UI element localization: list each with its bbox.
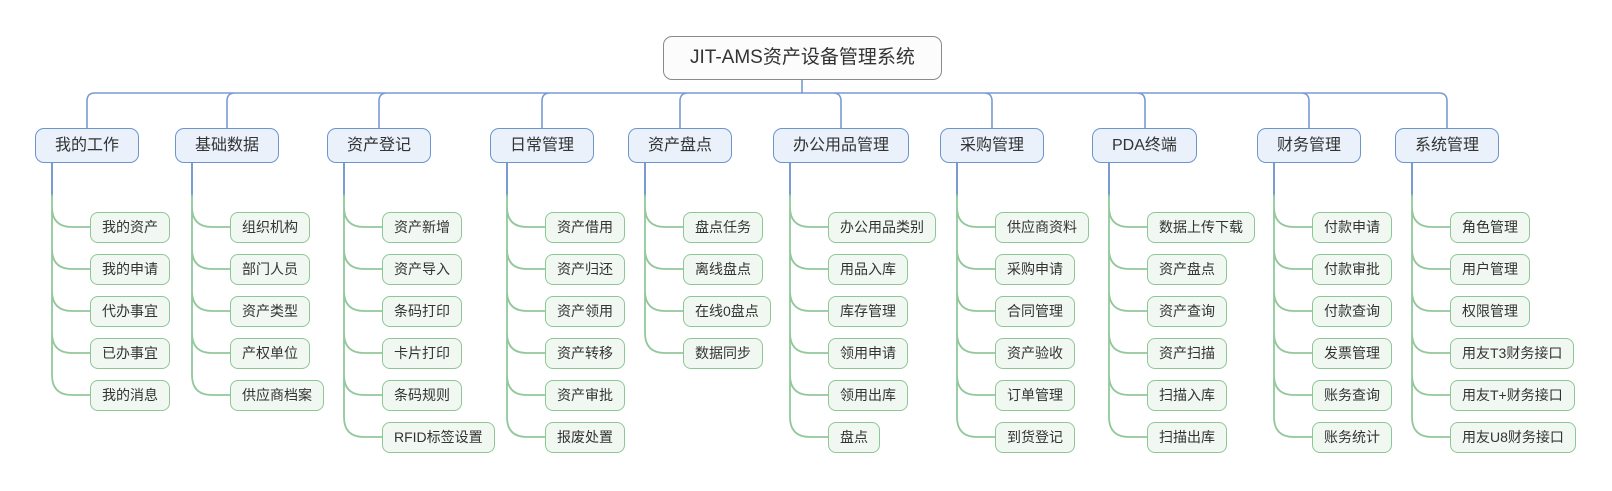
leaf-topic-8-4[interactable]: 资产扫描 (1147, 338, 1227, 369)
leaf-topic-7-4[interactable]: 资产验收 (995, 338, 1075, 369)
leaf-topic-10-5[interactable]: 用友T+财务接口 (1450, 380, 1575, 411)
connector (191, 194, 231, 396)
leaf-topic-4-3[interactable]: 资产领用 (545, 296, 625, 327)
branch-topic-6[interactable]: 办公用品管理 (773, 128, 910, 163)
leaf-topic-9-6[interactable]: 账务统计 (1312, 422, 1392, 453)
leaf-topic-4-5[interactable]: 资产审批 (545, 380, 625, 411)
leaf-topic-2-2[interactable]: 部门人员 (230, 254, 310, 285)
leaf-topic-6-4[interactable]: 领用申请 (828, 338, 908, 369)
leaf-topic-10-6[interactable]: 用友U8财务接口 (1450, 422, 1576, 453)
branch-topic-8[interactable]: PDA终端 (1092, 128, 1197, 163)
leaf-topic-1-1[interactable]: 我的资产 (90, 212, 170, 243)
connector (1108, 194, 1148, 438)
connector (506, 194, 546, 438)
leaf-topic-8-6[interactable]: 扫描出库 (1147, 422, 1227, 453)
branch-topic-9[interactable]: 财务管理 (1257, 128, 1362, 163)
leaf-topic-6-6[interactable]: 盘点 (828, 422, 880, 453)
leaf-topic-5-3[interactable]: 在线0盘点 (683, 296, 771, 327)
leaf-topic-10-2[interactable]: 用户管理 (1450, 254, 1530, 285)
leaf-topic-3-2[interactable]: 资产导入 (382, 254, 462, 285)
leaf-topic-4-2[interactable]: 资产归还 (545, 254, 625, 285)
leaf-topic-9-4[interactable]: 发票管理 (1312, 338, 1392, 369)
connector (51, 194, 91, 396)
leaf-topic-8-2[interactable]: 资产盘点 (1147, 254, 1227, 285)
leaf-topic-6-2[interactable]: 用品入库 (828, 254, 908, 285)
branch-topic-4[interactable]: 日常管理 (490, 128, 595, 163)
leaf-topic-7-6[interactable]: 到货登记 (995, 422, 1075, 453)
leaf-topic-3-5[interactable]: 条码规则 (382, 380, 462, 411)
leaf-topic-2-5[interactable]: 供应商档案 (230, 380, 324, 411)
connector (644, 194, 684, 354)
leaf-topic-1-3[interactable]: 代办事宜 (90, 296, 170, 327)
leaf-topic-5-2[interactable]: 离线盘点 (683, 254, 763, 285)
leaf-topic-2-1[interactable]: 组织机构 (230, 212, 310, 243)
leaf-topic-1-2[interactable]: 我的申请 (90, 254, 170, 285)
leaf-topic-3-6[interactable]: RFID标签设置 (382, 422, 495, 453)
leaf-topic-3-4[interactable]: 卡片打印 (382, 338, 462, 369)
leaf-topic-7-5[interactable]: 订单管理 (995, 380, 1075, 411)
connector (86, 92, 1448, 131)
leaf-topic-5-1[interactable]: 盘点任务 (683, 212, 763, 243)
leaf-topic-5-4[interactable]: 数据同步 (683, 338, 763, 369)
leaf-topic-1-4[interactable]: 已办事宜 (90, 338, 170, 369)
leaf-topic-6-5[interactable]: 领用出库 (828, 380, 908, 411)
connector (956, 194, 996, 438)
leaf-topic-2-3[interactable]: 资产类型 (230, 296, 310, 327)
leaf-topic-10-4[interactable]: 用友T3财务接口 (1450, 338, 1575, 369)
branch-topic-10[interactable]: 系统管理 (1395, 128, 1500, 163)
leaf-topic-6-3[interactable]: 库存管理 (828, 296, 908, 327)
connector (1411, 194, 1451, 438)
leaf-topic-6-1[interactable]: 办公用品类别 (828, 212, 936, 243)
leaf-topic-4-1[interactable]: 资产借用 (545, 212, 625, 243)
leaf-topic-8-3[interactable]: 资产查询 (1147, 296, 1227, 327)
mindmap-root-topic[interactable]: JIT-AMS资产设备管理系统 (663, 36, 942, 80)
leaf-topic-9-3[interactable]: 付款查询 (1312, 296, 1392, 327)
leaf-topic-3-1[interactable]: 资产新增 (382, 212, 462, 243)
branch-topic-5[interactable]: 资产盘点 (628, 128, 733, 163)
leaf-topic-7-3[interactable]: 合同管理 (995, 296, 1075, 327)
connector (789, 194, 829, 438)
leaf-topic-8-5[interactable]: 扫描入库 (1147, 380, 1227, 411)
leaf-topic-9-5[interactable]: 账务查询 (1312, 380, 1392, 411)
leaf-topic-7-2[interactable]: 采购申请 (995, 254, 1075, 285)
leaf-topic-10-3[interactable]: 权限管理 (1450, 296, 1530, 327)
leaf-topic-10-1[interactable]: 角色管理 (1450, 212, 1530, 243)
branch-topic-7[interactable]: 采购管理 (940, 128, 1045, 163)
leaf-topic-4-6[interactable]: 报废处置 (545, 422, 625, 453)
connector (343, 194, 383, 438)
branch-topic-2[interactable]: 基础数据 (175, 128, 280, 163)
leaf-topic-1-5[interactable]: 我的消息 (90, 380, 170, 411)
branch-topic-1[interactable]: 我的工作 (35, 128, 140, 163)
leaf-topic-2-4[interactable]: 产权单位 (230, 338, 310, 369)
leaf-topic-9-2[interactable]: 付款审批 (1312, 254, 1392, 285)
leaf-topic-3-3[interactable]: 条码打印 (382, 296, 462, 327)
leaf-topic-7-1[interactable]: 供应商资料 (995, 212, 1089, 243)
leaf-topic-8-1[interactable]: 数据上传下载 (1147, 212, 1255, 243)
leaf-topic-4-4[interactable]: 资产转移 (545, 338, 625, 369)
branch-topic-3[interactable]: 资产登记 (327, 128, 432, 163)
connector (1273, 194, 1313, 438)
leaf-topic-9-1[interactable]: 付款申请 (1312, 212, 1392, 243)
